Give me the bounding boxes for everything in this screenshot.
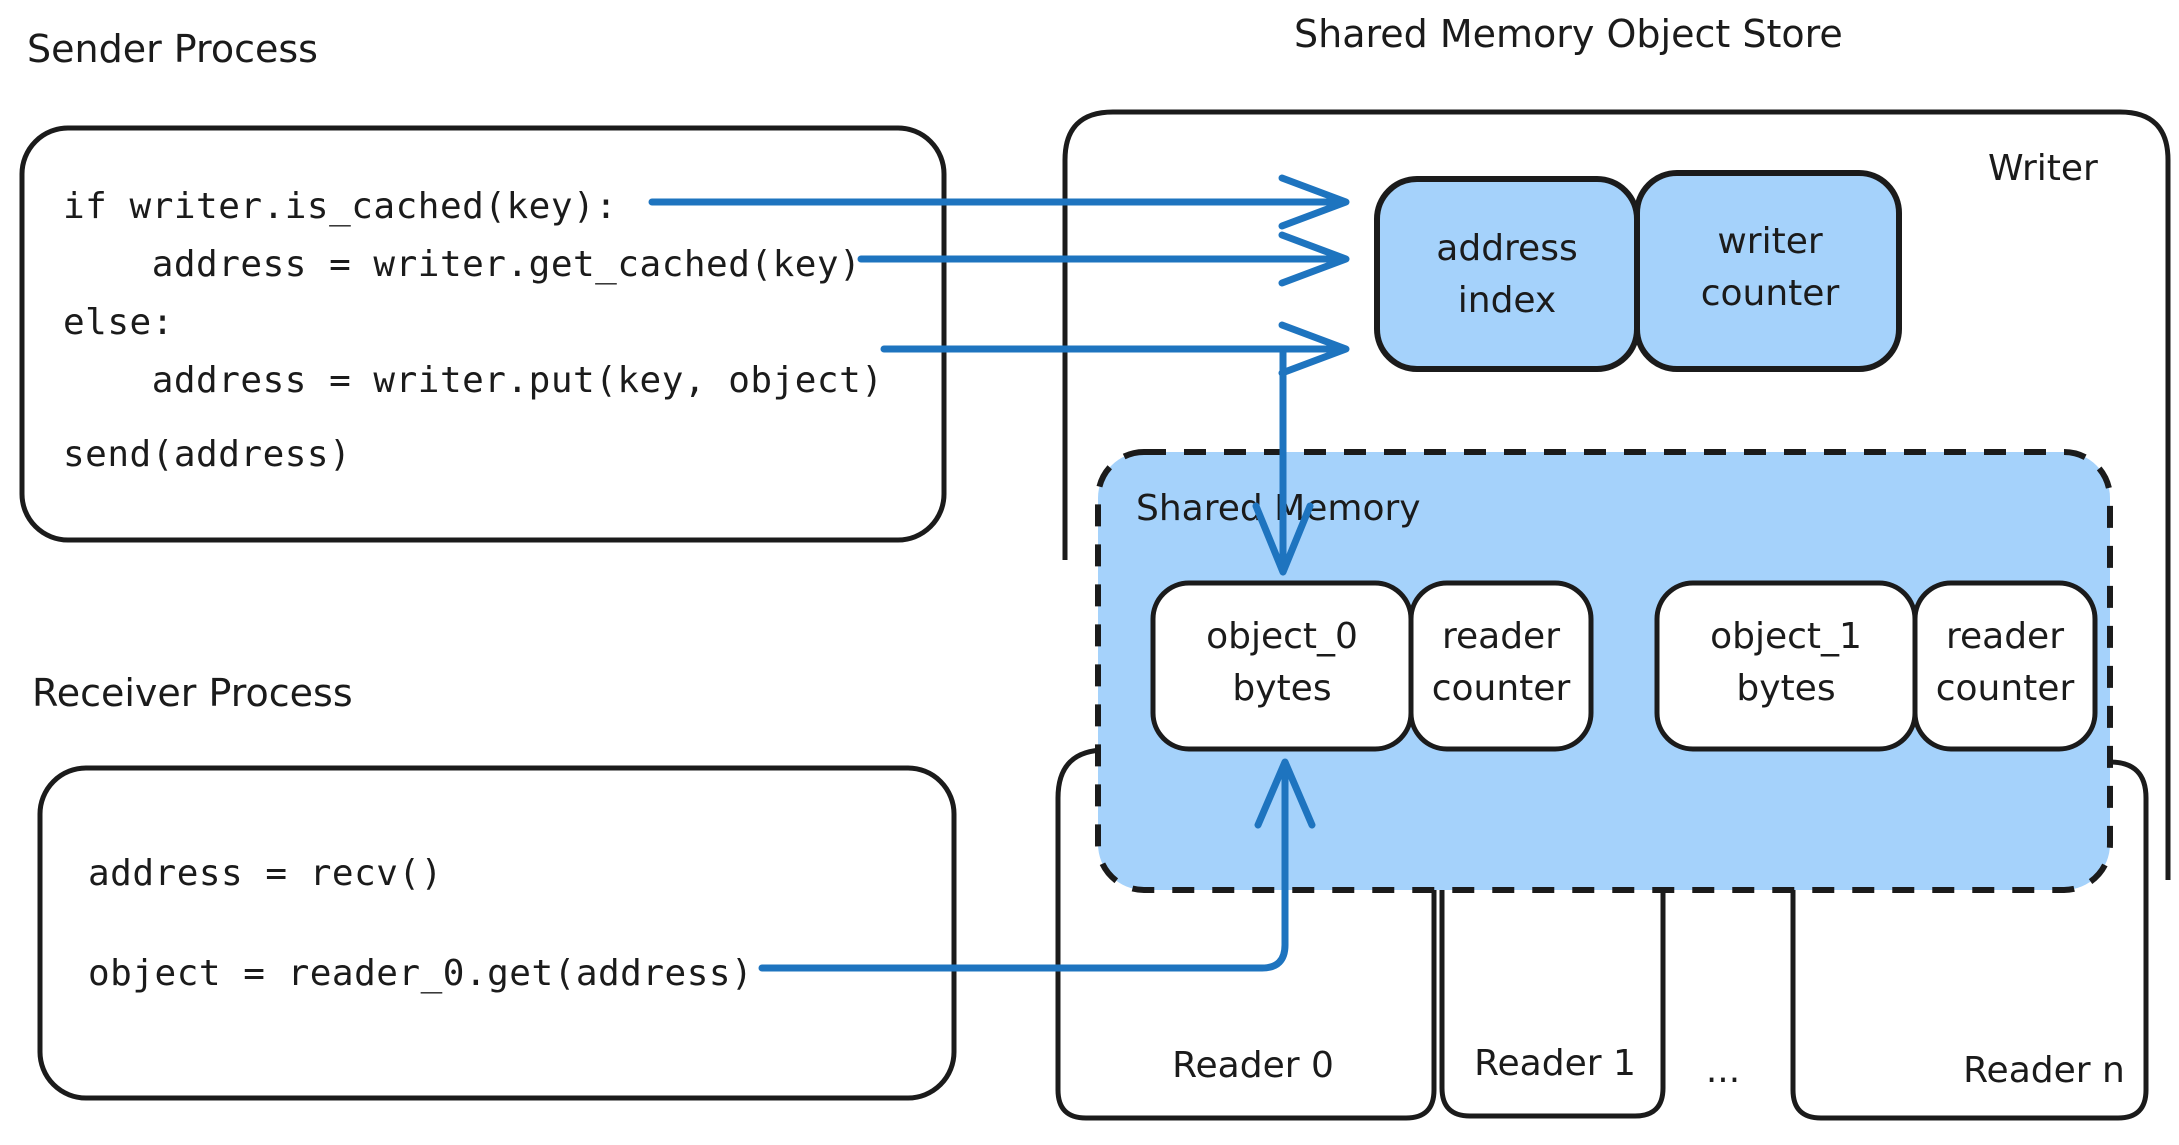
arrow-is-cached-to-address-index bbox=[648, 174, 1350, 230]
writer-label: Writer bbox=[1988, 148, 2098, 189]
reader-0-label: Reader 0 bbox=[1172, 1045, 1334, 1086]
arrow-put-to-address-index bbox=[880, 321, 1350, 377]
writer-slot-writer-counter-box bbox=[1634, 170, 1902, 372]
shm-slot-2-line2: bytes bbox=[1736, 668, 1835, 709]
writer-slot-0-line1: address bbox=[1436, 228, 1577, 269]
arrow-get-cached-to-address-index bbox=[857, 231, 1350, 287]
shm-slot-1-line2: counter bbox=[1432, 668, 1571, 709]
sender-code-line-6: send(address) bbox=[63, 434, 351, 475]
shared-memory-region bbox=[1095, 449, 2113, 893]
shm-slot-object0-box bbox=[1150, 580, 1414, 752]
shm-slot-1-line1: reader bbox=[1442, 616, 1560, 657]
receiver-code-line-1: address = recv() bbox=[88, 853, 443, 894]
reader-0-box bbox=[1055, 747, 1437, 1121]
shm-slot-3-line2: counter bbox=[1936, 668, 2075, 709]
writer-slot-0-line2: index bbox=[1458, 280, 1557, 321]
object-store-title: Shared Memory Object Store bbox=[1294, 12, 1843, 56]
receiver-process-title: Receiver Process bbox=[32, 671, 353, 715]
reader-1-label: Reader 1 bbox=[1474, 1043, 1636, 1084]
sender-code-line-1: if writer.is_cached(key): bbox=[63, 186, 617, 227]
shm-slot-reader-counter-1-box bbox=[1912, 580, 2098, 752]
receiver-code-line-3: object = reader_0.get(address) bbox=[88, 953, 753, 994]
sender-code-line-2: address = writer.get_cached(key) bbox=[63, 244, 861, 285]
reader-1-box bbox=[1439, 747, 1666, 1119]
reader-ellipsis-label: ... bbox=[1706, 1050, 1740, 1091]
writer-slot-address-index-box bbox=[1374, 176, 1640, 372]
shm-slot-0-line1: object_0 bbox=[1206, 616, 1358, 657]
sender-code-line-4: address = writer.put(key, object) bbox=[63, 360, 883, 401]
shm-slot-object1-box bbox=[1654, 580, 1918, 752]
sender-code-line-3: else: bbox=[63, 302, 174, 343]
shm-slot-2-line1: object_1 bbox=[1710, 616, 1862, 657]
receiver-process-box bbox=[37, 765, 957, 1101]
writer-slot-1-line2: counter bbox=[1701, 273, 1840, 314]
sender-process-title: Sender Process bbox=[27, 27, 318, 71]
shm-slot-0-line2: bytes bbox=[1232, 668, 1331, 709]
sender-process-box bbox=[19, 125, 947, 543]
writer-outer-box bbox=[1062, 109, 2171, 880]
shared-memory-label: Shared Memory bbox=[1136, 488, 1421, 529]
reader-n-label: Reader n bbox=[1963, 1050, 2125, 1091]
shm-slot-reader-counter-0-box bbox=[1408, 580, 1594, 752]
arrow-put-to-shared-memory bbox=[1252, 345, 1314, 576]
writer-slot-1-line1: writer bbox=[1717, 221, 1823, 262]
shm-slot-3-line1: reader bbox=[1946, 616, 2064, 657]
arrow-reader-get-to-object0 bbox=[758, 758, 1316, 972]
